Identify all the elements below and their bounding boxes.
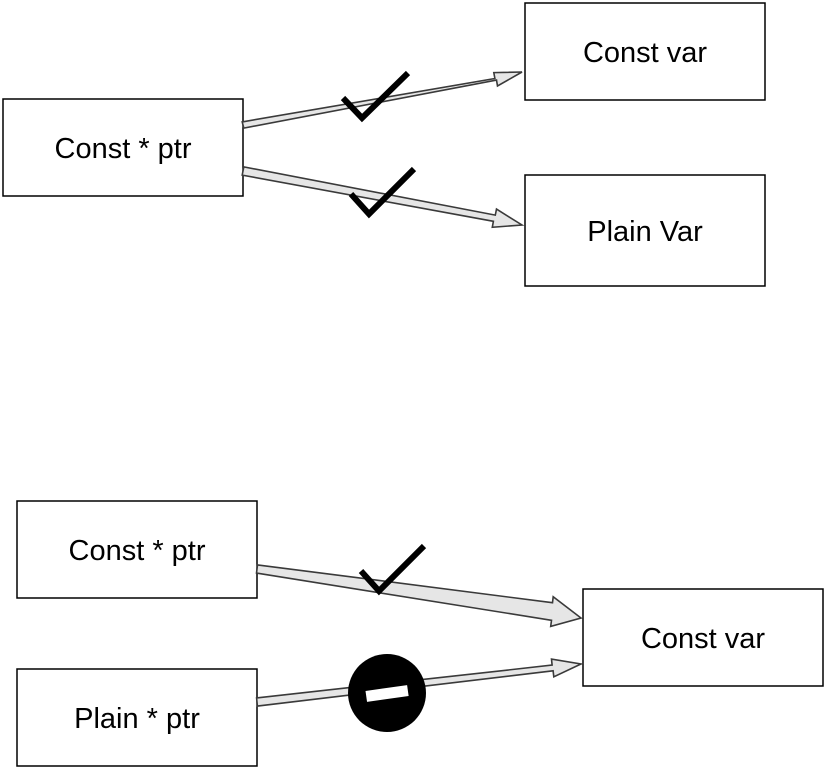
top-source-box-label: Const * ptr <box>55 133 192 165</box>
check-icon <box>348 166 417 219</box>
top-target-box-const-var: Const var <box>524 2 766 101</box>
bottom-target-box-const-var-label: Const var <box>641 623 765 655</box>
bottom-arrow-const-ptr-to-const-var <box>255 564 583 628</box>
bottom-source-box-plain-ptr: Plain * ptr <box>16 668 258 767</box>
bottom-source-box-const-ptr: Const * ptr <box>16 500 258 599</box>
bottom-target-box-const-var: Const var <box>582 588 824 687</box>
top-source-box: Const * ptr <box>2 98 244 197</box>
bottom-source-box-plain-ptr-label: Plain * ptr <box>74 703 200 735</box>
check-icon <box>358 543 427 596</box>
top-target-box-const-var-label: Const var <box>583 37 707 69</box>
check-icon <box>340 70 411 123</box>
bottom-section: Const * ptr Plain * ptr Const var <box>16 500 824 767</box>
bottom-source-box-const-ptr-label: Const * ptr <box>69 535 206 567</box>
top-section: Const * ptr Const var Plain Var <box>2 2 766 287</box>
no-entry-icon <box>348 654 426 732</box>
top-target-box-plain-var: Plain Var <box>524 174 766 287</box>
top-target-box-plain-var-label: Plain Var <box>587 216 703 248</box>
